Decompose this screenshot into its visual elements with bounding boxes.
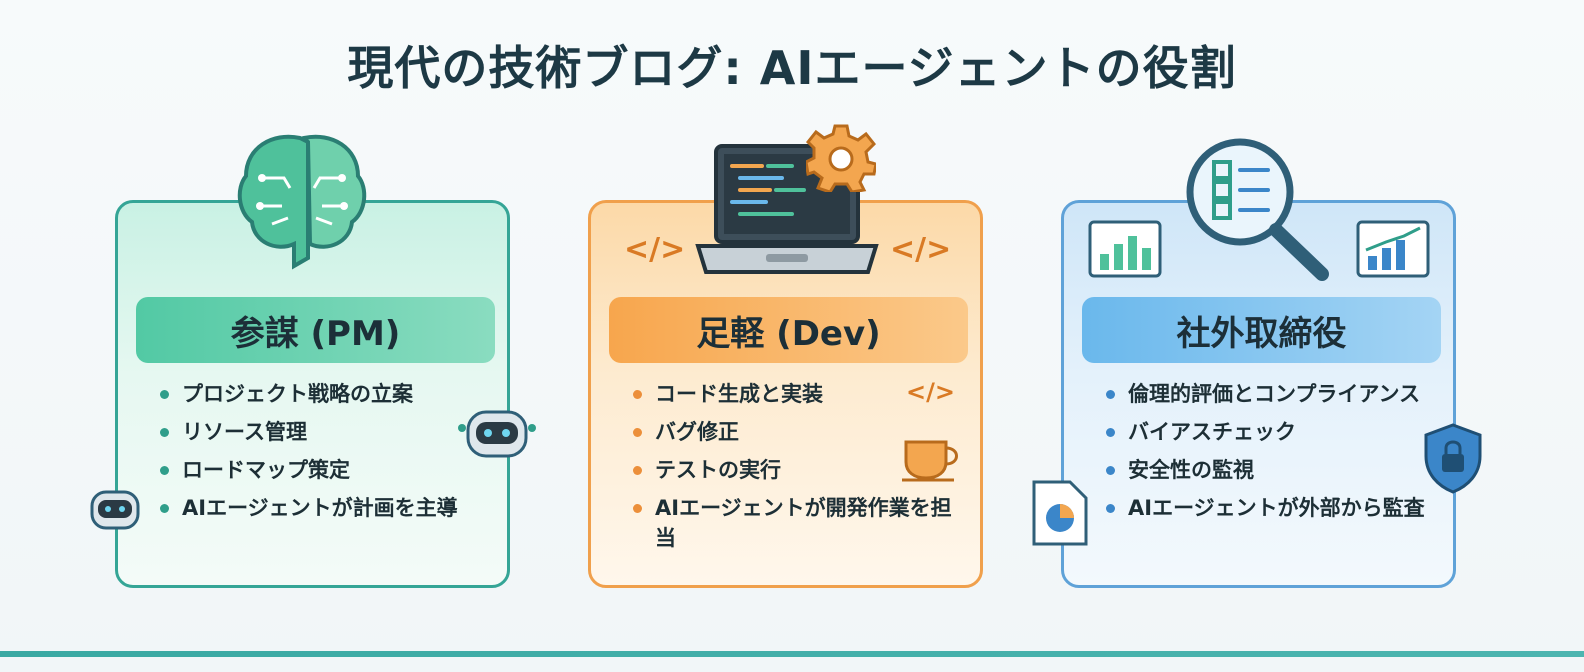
pie-chart-document-icon: [1032, 480, 1088, 546]
list-item: AIエージェントが開発作業を担当: [631, 493, 961, 553]
list-item: ロードマップ策定: [158, 455, 488, 485]
shield-lock-icon: [1424, 423, 1482, 494]
card-dev-title: 足軽 (Dev): [609, 297, 968, 363]
code-tag-icon: </>: [906, 378, 955, 406]
code-tag-icon: </>: [890, 232, 952, 267]
card-audit-title: 社外取締役: [1082, 297, 1441, 363]
page-title: 現代の技術ブログ: AIエージェントの役割: [347, 41, 1237, 95]
gear-icon: [806, 124, 876, 192]
list-item: リソース管理: [158, 417, 488, 447]
list-item: プロジェクト戦略の立案: [158, 379, 488, 409]
list-item: テストの実行: [631, 455, 961, 485]
card-audit-list: 倫理的評価とコンプライアンス バイアスチェック 安全性の監視 AIエージェントが…: [1104, 379, 1434, 531]
trend-chart-icon: [1356, 220, 1430, 278]
list-item: 倫理的評価とコンプライアンス: [1104, 379, 1434, 409]
brain-icon: [237, 134, 367, 270]
card-dev-list: コード生成と実装 バグ修正 テストの実行 AIエージェントが開発作業を担当: [631, 379, 961, 561]
list-item: バイアスチェック: [1104, 417, 1434, 447]
robot-icon: [458, 410, 536, 458]
list-item: AIエージェントが外部から監査: [1104, 493, 1434, 523]
code-tag-icon: </>: [624, 232, 686, 267]
list-item: AIエージェントが計画を主導: [158, 493, 488, 523]
card-pm: 参謀 (PM) プロジェクト戦略の立案 リソース管理 ロードマップ策定 AIエー…: [115, 200, 510, 588]
robot-icon: [90, 490, 140, 530]
coffee-cup-icon: [902, 440, 958, 482]
list-item: 安全性の監視: [1104, 455, 1434, 485]
list-item: バグ修正: [631, 417, 961, 447]
card-pm-title: 参謀 (PM): [136, 297, 495, 363]
magnifier-checklist-icon: [1186, 138, 1329, 281]
bar-chart-icon: [1088, 220, 1162, 278]
card-pm-list: プロジェクト戦略の立案 リソース管理 ロードマップ策定 AIエージェントが計画を…: [158, 379, 488, 531]
list-item: コード生成と実装: [631, 379, 961, 409]
footer-stripe: [0, 651, 1584, 657]
